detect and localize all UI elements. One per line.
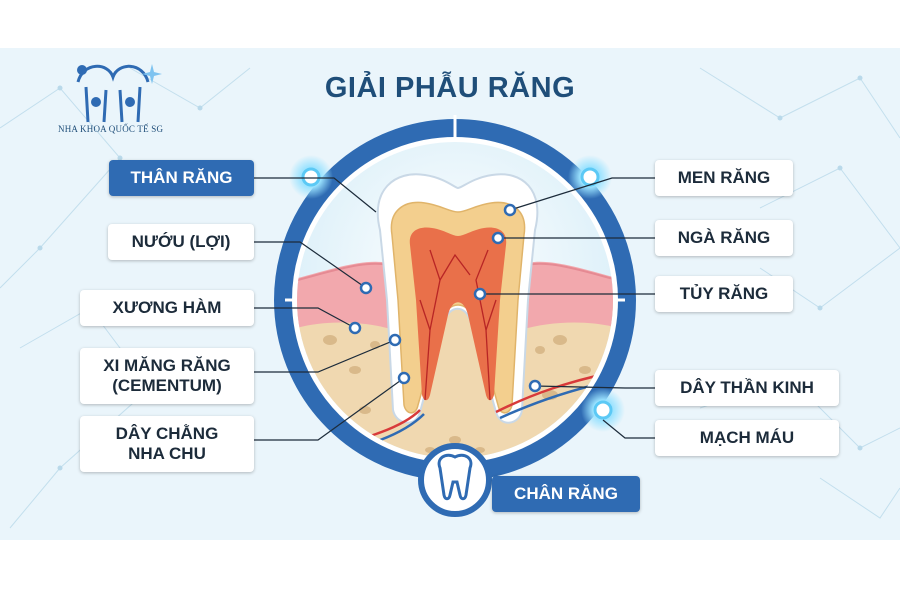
label-xi-mang-line1: XI MĂNG RĂNG [103, 355, 231, 375]
label-xi-mang-line2: (CEMENTUM) [112, 376, 222, 395]
label-mach-mau: MẠCH MÁU [655, 420, 839, 456]
label-nga-rang: NGÀ RĂNG [655, 220, 793, 256]
label-day-chang: DÂY CHẰNG NHA CHU [80, 416, 254, 472]
logo-text: NHA KHOA QUỐC TẾ SG [58, 124, 164, 134]
label-chan-rang: CHÂN RĂNG [492, 476, 640, 512]
gum-left [297, 261, 395, 330]
tooth-family-logo-icon [76, 64, 162, 123]
label-nuou: NƯỚU (LỢI) [108, 224, 254, 260]
pulp-nerves [419, 249, 497, 401]
tooth-pulp [409, 227, 507, 401]
leader-lines-right [480, 177, 655, 439]
label-xuong-ham: XƯƠNG HÀM [80, 290, 254, 326]
label-day-than-kinh: DÂY THẦN KINH [655, 370, 839, 406]
leader-lines-left [254, 177, 405, 441]
pointer-dots [348, 203, 542, 393]
gum-right [520, 261, 613, 330]
page-title: GIẢI PHẪU RĂNG [324, 72, 576, 104]
label-than-rang: THÂN RĂNG [109, 160, 254, 196]
label-tuy-rang: TỦY RĂNG [655, 276, 793, 312]
label-day-chang-line1: DÂY CHẰNG [115, 423, 219, 443]
label-men-rang: MEN RĂNG [655, 160, 793, 196]
label-day-chang-line2: NHA CHU [128, 444, 206, 463]
tooth-icon [437, 453, 473, 501]
label-xi-mang: XI MĂNG RĂNG (CEMENTUM) [80, 348, 254, 404]
